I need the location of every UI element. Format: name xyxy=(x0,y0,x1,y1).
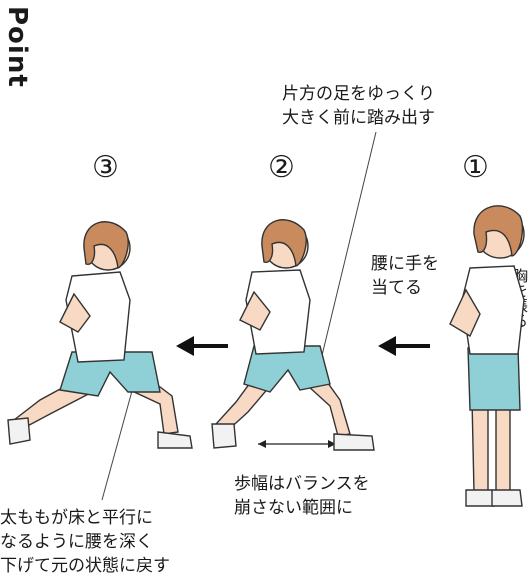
note-stride: 歩幅はバランスを 崩さない範囲に xyxy=(234,472,370,520)
note-thigh: 太ももが床と平行に なるように腰を深く 下げて元の状態に戻す xyxy=(0,506,170,578)
point-title: Point xyxy=(2,6,32,88)
step-number-1: ① xyxy=(462,150,489,185)
arrow-left-icon xyxy=(176,336,228,356)
arrow-left-icon xyxy=(378,336,430,356)
leader-line-thigh xyxy=(101,379,136,501)
figure-step-2 xyxy=(211,219,375,451)
figure-step-3 xyxy=(7,221,193,449)
step-number-3: ③ xyxy=(92,150,119,185)
note-hands-on-hips: 腰に手を 当てる xyxy=(371,252,439,300)
note-stride-line2: 崩さない範囲に xyxy=(234,498,353,518)
step-number-2: ② xyxy=(268,150,295,185)
note-thigh-line2: なるように腰を深く xyxy=(0,532,153,552)
note-thigh-line1: 太ももが床と平行に xyxy=(0,508,153,528)
leader-line-step-out xyxy=(317,131,377,373)
note-step-out: 片方の足をゆっくり 大きく前に踏み出す xyxy=(282,82,435,130)
figure-step-1 xyxy=(449,205,525,507)
note-thigh-line3: 下げて元の状態に戻す xyxy=(0,556,170,576)
note-hands-line1: 腰に手を xyxy=(371,254,439,274)
note-step-out-line2: 大きく前に踏み出す xyxy=(282,108,435,128)
note-hands-line2: 当てる xyxy=(371,278,422,298)
stride-double-arrow xyxy=(258,440,336,448)
note-step-out-line1: 片方の足をゆっくり xyxy=(282,84,435,104)
note-stride-line1: 歩幅はバランスを xyxy=(234,474,370,494)
